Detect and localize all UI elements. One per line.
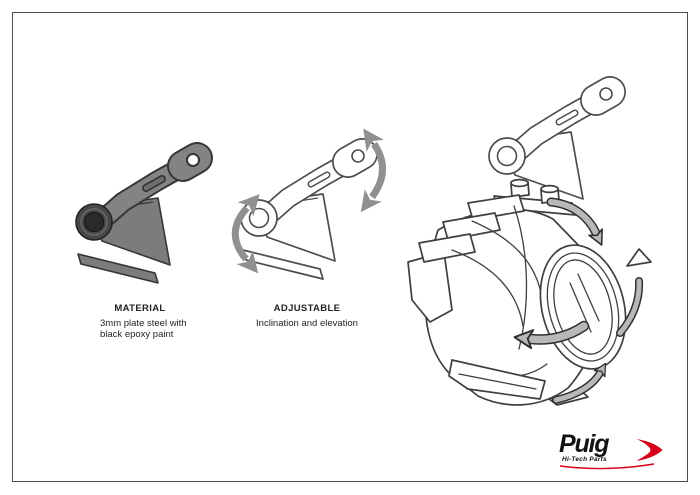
bracket-slot bbox=[143, 176, 165, 191]
material-line-2: black epoxy paint bbox=[100, 329, 174, 341]
puig-underline-icon bbox=[560, 463, 655, 470]
heat-sink-fin bbox=[418, 233, 476, 263]
rotate-left-arrow-icon bbox=[513, 322, 588, 350]
bracket-flange bbox=[77, 253, 159, 284]
adjustment-arrows bbox=[231, 128, 386, 274]
heat-sink-fin bbox=[442, 212, 501, 241]
swing-up-arrow-icon bbox=[553, 362, 607, 403]
puig-swoosh-icon bbox=[636, 439, 663, 461]
rim-rotation-arrow-icon bbox=[617, 278, 642, 336]
adjustable-caption: ADJUSTABLE Inclination and elevation bbox=[236, 303, 378, 329]
puig-brand-text: Puig bbox=[559, 430, 610, 458]
adjustable-subtitle: Inclination and elevation bbox=[256, 317, 358, 329]
puig-logo: Puig Hi-Tech Parts bbox=[551, 430, 667, 470]
mounted-bracket bbox=[488, 76, 626, 200]
fog-lamp-illustration bbox=[407, 76, 652, 406]
lamp-bottom-tab bbox=[448, 359, 546, 400]
adjustable-title: ADJUSTABLE bbox=[273, 303, 341, 314]
bracket-bolt-hole bbox=[599, 87, 613, 101]
tilt-down-arrow-icon bbox=[548, 199, 603, 246]
bracket-slot bbox=[557, 111, 577, 124]
lineart-bracket-illustration bbox=[240, 138, 378, 280]
bracket-flange bbox=[242, 249, 324, 280]
material-line-1: 3mm plate steel with bbox=[100, 317, 187, 329]
material-title: MATERIAL bbox=[114, 303, 166, 314]
rim-arrow-head-icon bbox=[626, 248, 652, 267]
bracket-bolt-hole bbox=[351, 149, 365, 163]
material-caption: MATERIAL 3mm plate steel with black epox… bbox=[92, 303, 188, 341]
painted-bracket-illustration bbox=[75, 142, 213, 284]
page-border-frame bbox=[12, 12, 688, 482]
heat-sink-fin bbox=[467, 194, 525, 221]
rotation-arrows bbox=[513, 197, 652, 406]
elevation-double-arrow-icon bbox=[231, 194, 260, 274]
puig-tagline-text: Hi-Tech Parts bbox=[562, 456, 607, 463]
inclination-double-arrow-icon bbox=[360, 128, 386, 213]
lamp-back-panel bbox=[407, 251, 453, 323]
bracket-bolt-hole bbox=[186, 153, 200, 167]
bracket-slot bbox=[309, 173, 329, 186]
